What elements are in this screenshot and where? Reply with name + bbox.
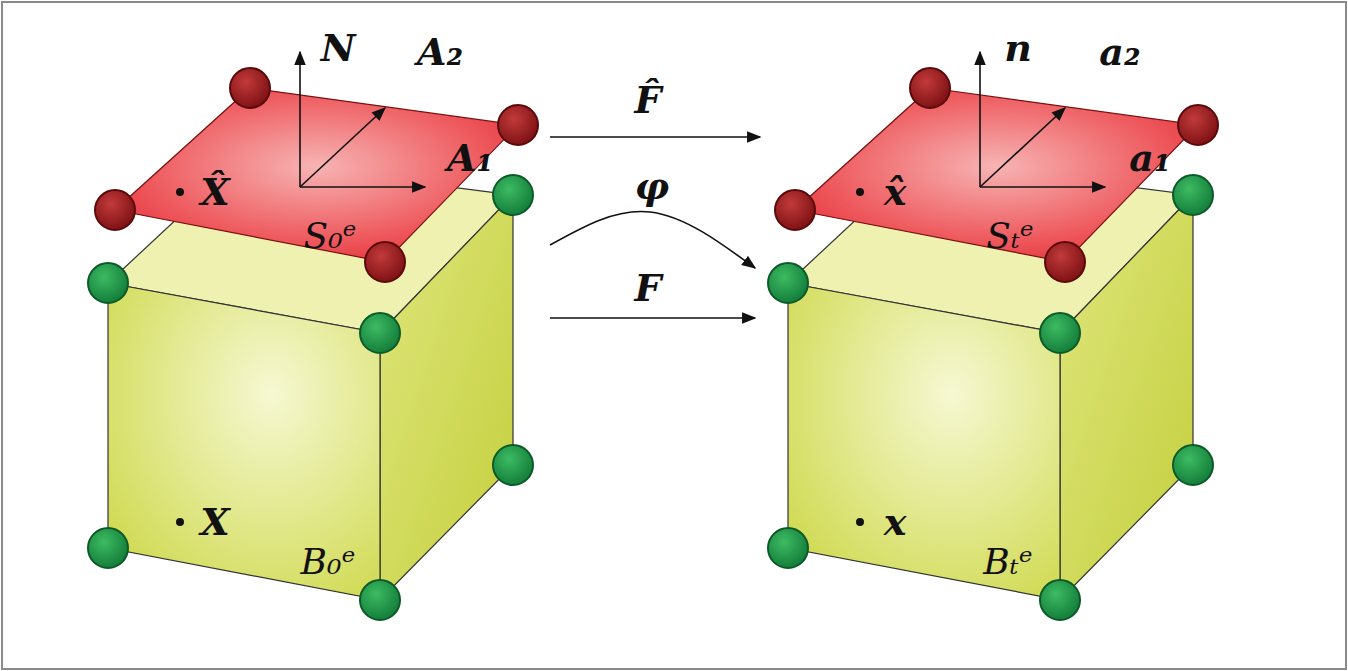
vector-label: A₂: [417, 33, 463, 71]
point-label: x: [884, 503, 907, 541]
point-label: X̂: [200, 173, 229, 211]
vector-label: a₂: [1099, 33, 1140, 71]
domain-label: Sₜᵉ: [986, 218, 1033, 254]
point-label: X: [200, 503, 229, 541]
mapping-label: F̂: [632, 81, 665, 119]
volume-element-node: X B₀ᵉ: [85, 150, 540, 622]
vector-label: n: [1004, 29, 1032, 67]
cube-node-dots: [88, 175, 533, 620]
point-marker: [176, 188, 184, 196]
domain-label: Bₜᵉ: [983, 544, 1032, 580]
element-unit: [768, 52, 1218, 620]
basis-vectors: [300, 52, 425, 187]
domain-label: B₀ᵉ: [301, 544, 356, 580]
vector-label: N: [321, 29, 356, 67]
mapping-arrow: [550, 317, 755, 319]
mapping-label: F: [632, 269, 665, 307]
point-label: x̂: [884, 173, 907, 211]
element-unit: [88, 52, 538, 620]
surface-patch: [95, 52, 538, 282]
volume-element-node: xBₜᵉ: [765, 150, 1220, 622]
mapping-arrow: [550, 211, 755, 268]
cube: [88, 160, 533, 620]
domain-label: S₀ᵉ: [303, 218, 356, 254]
point-marker: [176, 518, 184, 526]
vector-label: A₁: [447, 139, 493, 177]
mapping-arrow: [550, 136, 760, 138]
patch-node-dots: [95, 68, 538, 282]
vector-label: a₁: [1129, 139, 1170, 177]
mapping-label: φ: [632, 167, 672, 205]
